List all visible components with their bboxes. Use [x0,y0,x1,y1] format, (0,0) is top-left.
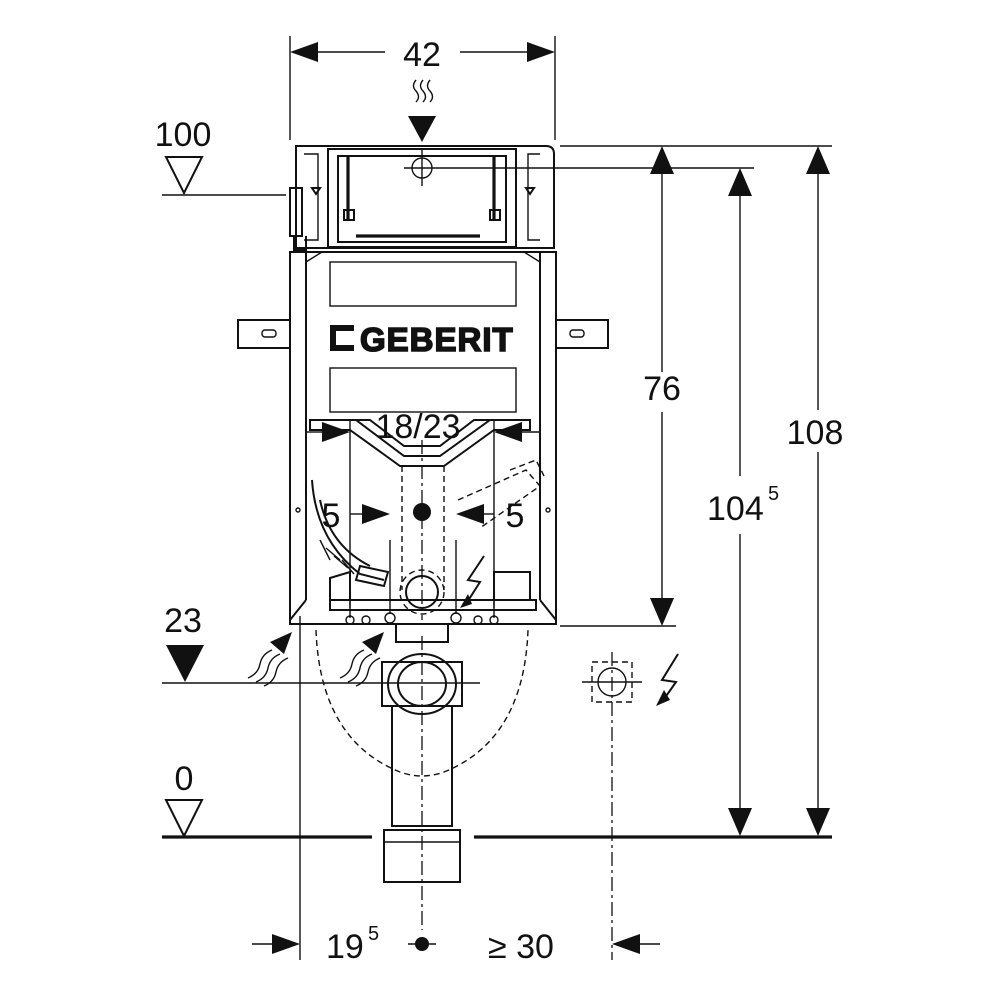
geberit-logo: GEBERIT [330,320,514,359]
level-marker-0: 0 [162,760,832,839]
lightning-bolt-icon [656,653,679,706]
level-marker-100: 100 [155,116,286,196]
cistern-top [289,145,555,251]
lightning-bolt-icon [460,555,485,608]
dimension-offset-right: 5 [456,497,524,535]
wavy-water-arrow-icon [339,632,384,687]
dim-offset-right: 5 [506,497,525,535]
wall-bracket-right [555,319,609,349]
dimension-width-top: 42 [289,36,556,140]
dimension-offset-left: 5 [322,497,390,535]
dim-height-104: 104 [707,490,764,528]
level-100-label: 100 [155,116,212,154]
dim-flush-18-23: 18/23 [375,408,460,446]
electric-socket [582,652,642,960]
logo-text: GEBERIT [360,321,514,358]
level-marker-23: 23 [162,602,480,684]
dim-width-42: 42 [403,36,441,74]
dim-bottom-right: ≥ 30 [488,928,554,966]
dim-offset-left: 5 [322,497,341,535]
triangle-level-icon [164,156,204,196]
wavy-water-arrow-icon [247,632,292,687]
supply-hose-left [311,479,390,588]
dim-height-76: 76 [643,370,681,408]
triangle-level-icon [164,799,204,839]
drain-pipe [381,623,463,930]
toilet-outline-dashed [315,629,529,777]
dim-height-104-superscript: 5 [768,483,779,505]
dashed-fitting-right [457,459,545,529]
dimension-heights: 76 104 5 108 [440,145,844,836]
flush-pipe [309,419,531,620]
wall-bracket-left [237,319,291,349]
level-0-label: 0 [175,760,194,798]
dim-bottom-left: 19 [326,928,364,966]
dimension-bottom: 19 5 ≥ 30 [252,616,660,966]
dim-height-108: 108 [787,414,844,452]
dim-bottom-left-superscript: 5 [368,923,379,945]
triangle-level-icon [166,645,204,682]
level-23-label: 23 [164,602,202,640]
wavy-water-arrow-icon [408,79,436,142]
dimension-flush-pipe: 18/23 [306,408,540,608]
